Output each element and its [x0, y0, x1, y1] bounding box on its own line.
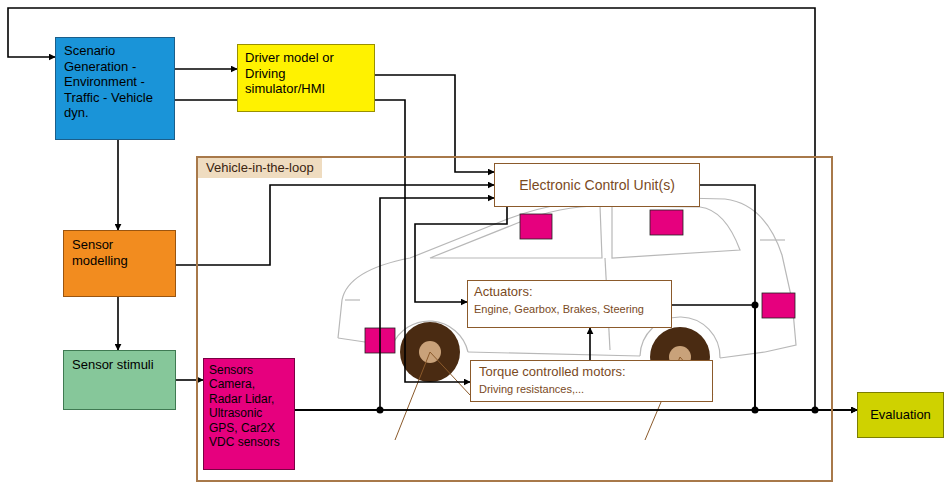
box-label: Actuators:	[474, 284, 665, 300]
connector	[117, 140, 119, 230]
connector	[8, 8, 815, 410]
box-label: Sensors Camera, Radar Lidar, Ultrasonic …	[209, 363, 289, 449]
connector	[175, 68, 237, 70]
connector	[700, 185, 857, 410]
box-label: Sensor modelling	[72, 237, 167, 268]
box-label: Torque controlled motors:	[479, 364, 704, 380]
connector	[175, 100, 470, 382]
box-body: Driving resistances,...	[479, 383, 704, 396]
ecu-box: Electronic Control Unit(s)	[494, 163, 700, 207]
frame-region: Vehicle-in-the-loopElectronic Control Un…	[196, 156, 833, 482]
motor-box: Torque controlled motors: Driving resista…	[470, 360, 713, 402]
process-box: Sensor modelling	[63, 230, 176, 297]
box-body: Engine, Gearbox, Brakes, Steering	[474, 303, 665, 316]
connector	[176, 185, 494, 265]
box-label: Electronic Control Unit(s)	[501, 177, 693, 194]
motor-link	[395, 352, 713, 440]
process-box: Scenario Generation - Environment - Traf…	[55, 37, 175, 140]
connector	[117, 297, 119, 350]
process-box: Driver model or Driving simulator/HMI	[237, 44, 375, 112]
actuator-box: Actuators: Engine, Gearbox, Brakes, Steer…	[467, 280, 672, 328]
connector	[176, 379, 203, 381]
sensor-square	[365, 210, 795, 353]
region-heading: Vehicle-in-the-loop	[198, 158, 322, 178]
connector	[295, 198, 494, 410]
box-label: Scenario Generation - Environment - Traf…	[64, 43, 166, 121]
box-label: Driver model or Driving simulator/HMI	[245, 50, 367, 97]
box-label: Evaluation	[864, 407, 937, 423]
process-box: Sensor stimuli	[63, 350, 176, 410]
output-box: Evaluation	[857, 392, 944, 438]
connector	[589, 328, 591, 360]
sensor-box: Sensors Camera, Radar Lidar, Ultrasonic …	[203, 358, 295, 470]
box-label: Sensor stimuli	[72, 357, 167, 373]
